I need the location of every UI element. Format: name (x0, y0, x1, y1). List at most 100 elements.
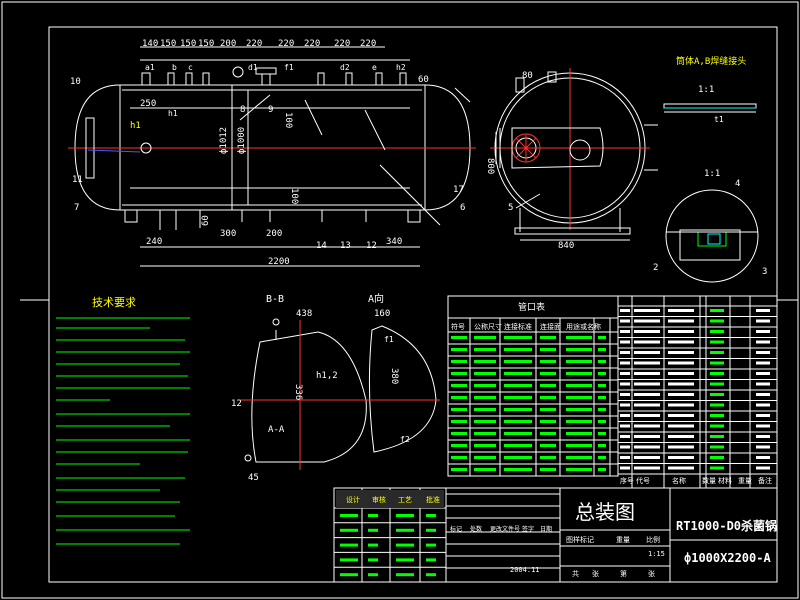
sheet-0: 共 (572, 569, 579, 578)
dim-380: 380 (389, 368, 399, 384)
nt-h4: 用途或名称 (566, 322, 601, 331)
dim-340: 340 (386, 237, 402, 247)
label-f2: f2 (400, 435, 410, 444)
dim-240: 240 (146, 237, 162, 247)
callout-11: 11 (72, 175, 83, 185)
dim-top-9: 220 (360, 39, 376, 49)
callout-5: 5 (508, 203, 513, 213)
dim-12: 12 (231, 399, 242, 409)
rev-h1: 处数 (470, 525, 482, 533)
nozzle-mark-d1: d1 (248, 63, 258, 72)
callout-10: 10 (70, 77, 81, 87)
dim-v100-b: 100 (289, 188, 299, 204)
title-scale: 1:15 (648, 550, 665, 558)
nozzle-mark-f1: f1 (284, 63, 294, 72)
sheet-3: 张 (648, 569, 655, 578)
nozzle-mark-b: b (172, 63, 177, 72)
dim-45: 45 (248, 473, 259, 483)
sig-0: 设计 (346, 495, 360, 504)
nt-h3: 连接面 (540, 322, 561, 331)
rev-h3: 签字 (522, 525, 534, 533)
section-bb-label: B-B (266, 294, 284, 305)
weld-detail: 筒体A,B焊缝接头 1:1 t1 1:1 4 2 3 (653, 55, 767, 283)
callout-4: 4 (735, 179, 740, 189)
bh-1: 重量 (616, 536, 630, 544)
ratio-1: 1:1 (698, 85, 714, 95)
pl-f6: 备注 (758, 476, 772, 485)
technical-requirements: 技术要求 (56, 296, 190, 545)
nt-h0: 符号 (451, 322, 465, 331)
pl-f5: 重量 (738, 477, 752, 485)
nozzle-mark-e: e (372, 63, 377, 72)
vessel-end-view: 80 840 800 5 (485, 68, 658, 251)
callout-3: 3 (762, 267, 767, 277)
rev-h4: 日期 (540, 525, 552, 533)
nozzle-mark-c: c (188, 63, 193, 72)
dim-200: 200 (266, 229, 282, 239)
dim-top-6: 220 (278, 39, 294, 49)
nozzle-mark-a1: a1 (145, 63, 155, 72)
weld-t1: t1 (714, 115, 724, 124)
sig-2: 工艺 (398, 496, 412, 504)
dim-top-4: 200 (220, 39, 236, 49)
dim-overall-2200: 2200 (268, 257, 290, 267)
callout-14: 14 (316, 241, 327, 251)
sig-3: 批准 (426, 495, 440, 504)
section-aa-label: A-A (268, 425, 285, 435)
rev-h2: 更改文件号 (490, 525, 520, 533)
dim-top-0: 140 (142, 39, 158, 49)
callout-6: 6 (460, 203, 465, 213)
nozzle-mark-h2: h2 (396, 63, 406, 72)
callout-f2: 17 (453, 185, 464, 195)
product-code: ф1000X2200-A (684, 551, 771, 565)
dim-300: 300 (220, 229, 236, 239)
pl-f2: 名称 (672, 476, 686, 485)
dim-160: 160 (374, 309, 390, 319)
dim-top-1: 150 (160, 39, 176, 49)
svg-text:h1: h1 (130, 121, 141, 131)
section-bb: B-B 438 336 h1,2 12 A-A 45 (231, 294, 380, 483)
dim-336: 336 (293, 384, 303, 400)
parts-list-footer: 序号 代号 名称 数量 材料 重量 备注 (620, 476, 772, 485)
bh-2: 比例 (646, 535, 660, 544)
label-f1: f1 (384, 335, 394, 344)
dim-800: 800 (485, 158, 495, 174)
dim-840: 840 (558, 241, 574, 251)
nozzle-mark-d2: d2 (340, 63, 350, 72)
callout-9: 9 (268, 105, 273, 115)
callout-2: 2 (653, 263, 658, 273)
pl-f1: 代号 (636, 476, 650, 485)
dim-top-7: 220 (304, 39, 320, 49)
parts-list: 序号 代号 名称 数量 材料 重量 备注 (617, 295, 778, 488)
sheet-2: 第 (620, 569, 627, 578)
nozzle-table: 管口表 符号 公称尺寸 连接标准 连接面 用途或名称 (447, 295, 619, 477)
sig-1: 审核 (372, 495, 386, 504)
callout-12: 12 (366, 241, 377, 251)
vessel-front-view: 140 150 150 150 200 220 220 220 220 220 … (68, 39, 476, 267)
callout-13: 13 (340, 241, 351, 251)
label-h1-2: h1,2 (316, 371, 338, 381)
dim-diam-1012: ф1012 (219, 127, 229, 154)
pl-f0: 序号 (620, 476, 634, 485)
dim-top-8: 220 (334, 39, 350, 49)
dim-top-2: 150 (180, 39, 196, 49)
dim-top-5: 220 (246, 39, 262, 49)
dim-438: 438 (296, 309, 312, 319)
drawing-name: 总装图 (575, 500, 635, 524)
dim-v80-end: 80 (522, 71, 533, 81)
dim-h250: 250 (140, 99, 156, 109)
top-dimension-labels: 140 150 150 150 200 220 220 220 220 220 (142, 39, 376, 49)
pl-f4: 材料 (718, 476, 732, 485)
pl-f3: 数量 (702, 476, 716, 485)
callout-7: 7 (74, 203, 79, 213)
weld-detail-title: 筒体A,B焊缝接头 (676, 55, 746, 67)
product-name: RT1000-D0杀菌锅 (676, 518, 777, 533)
dim-v60-b: 60 (201, 215, 211, 226)
bh-0: 图样标记 (566, 535, 594, 544)
view-a: A向 160 380 f1 f2 (360, 292, 440, 453)
nt-h2: 连接标准 (504, 322, 532, 331)
dim-diam-1000: ф1000 (237, 127, 247, 154)
title-block: 设计 审核 工艺 批准 标记 处数 更改文件号 签字 日期 2004.11 总装… (333, 487, 778, 583)
dim-top-3: 150 (198, 39, 214, 49)
